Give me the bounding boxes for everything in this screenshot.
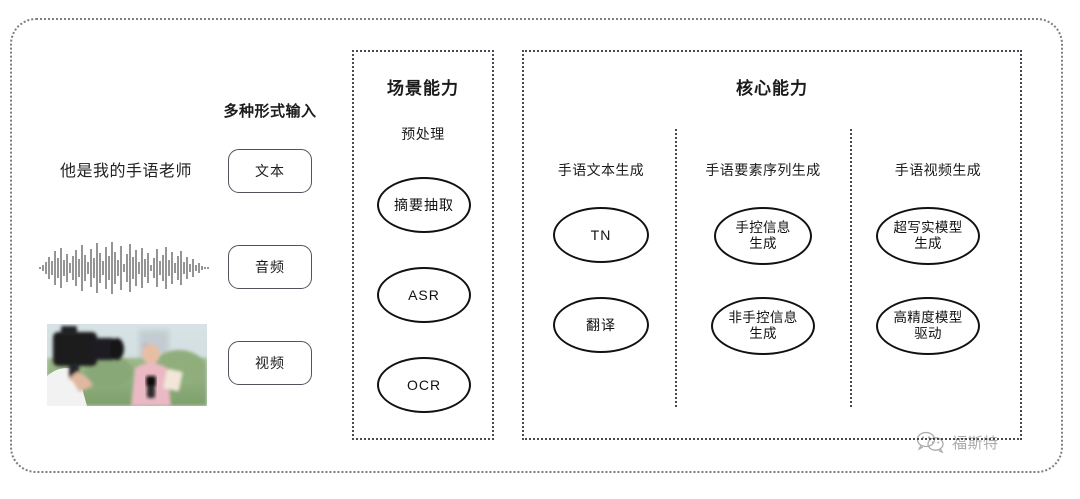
node-non-manual-info-generation-line2: 生成	[749, 326, 777, 341]
node-high-precision-model-driving-line2: 驱动	[914, 326, 942, 341]
input-modality-audio-label: 音频	[255, 259, 285, 275]
watermark-text: 福斯特	[952, 434, 999, 452]
node-asr[interactable]: ASR	[377, 267, 471, 323]
node-translation-label: 翻译	[586, 316, 616, 333]
node-manual-info-generation-line2: 生成	[749, 236, 777, 251]
node-high-precision-model-driving[interactable]: 高精度模型 驱动	[876, 297, 980, 355]
scene-capability-panel: 场景能力 预处理 摘要抽取 ASR OCR	[352, 50, 494, 440]
node-translation[interactable]: 翻译	[553, 297, 649, 353]
input-modality-audio[interactable]: 音频	[228, 245, 312, 289]
node-hyperrealistic-model-generation-line1: 超写实模型	[893, 220, 963, 236]
core-column-header-text: 手语文本生成	[557, 162, 645, 178]
node-summary-extraction[interactable]: 摘要抽取	[377, 177, 471, 233]
audio-waveform-icon	[39, 242, 209, 294]
node-ocr[interactable]: OCR	[377, 357, 471, 413]
node-hyperrealistic-model-generation[interactable]: 超写实模型 生成	[876, 207, 980, 265]
column-divider-1	[675, 129, 677, 407]
node-ocr-label: OCR	[406, 376, 442, 393]
wechat-bubbles-icon	[916, 431, 944, 453]
node-hyperrealistic-model-generation-line2: 生成	[914, 236, 942, 251]
node-non-manual-info-generation-line1: 非手控信息	[728, 310, 798, 326]
scene-group-label: 预处理	[401, 126, 445, 142]
scene-panel-title: 场景能力	[387, 79, 459, 98]
input-modality-text-label: 文本	[255, 163, 285, 179]
node-tn[interactable]: TN	[553, 207, 649, 263]
input-modality-video[interactable]: 视频	[228, 341, 312, 385]
node-summary-extraction-label: 摘要抽取	[394, 196, 454, 213]
sample-text-line: 他是我的手语老师	[59, 163, 192, 180]
node-manual-info-generation-line1: 手控信息	[735, 220, 791, 236]
core-column-header-elements: 手语要素序列生成	[705, 162, 821, 178]
node-high-precision-model-driving-line1: 高精度模型	[893, 310, 963, 326]
column-divider-2	[850, 129, 852, 407]
watermark: 福斯特	[916, 431, 999, 453]
core-panel-title: 核心能力	[736, 79, 808, 98]
input-modality-text[interactable]: 文本	[228, 149, 312, 193]
outer-dotted-frame	[10, 18, 1063, 473]
node-tn-label: TN	[590, 226, 612, 243]
node-manual-info-generation[interactable]: 手控信息 生成	[714, 207, 812, 265]
input-modality-video-label: 视频	[255, 355, 285, 371]
input-section-caption: 多种形式输入	[223, 103, 317, 120]
node-asr-label: ASR	[408, 286, 440, 303]
video-thumbnail-icon	[47, 324, 207, 406]
core-column-header-video: 手语视频生成	[894, 162, 982, 178]
node-non-manual-info-generation[interactable]: 非手控信息 生成	[711, 297, 815, 355]
core-capability-panel: 核心能力 手语文本生成 TN 翻译 手语要素序列生成 手控信息 生成 非手控信息…	[522, 50, 1022, 440]
